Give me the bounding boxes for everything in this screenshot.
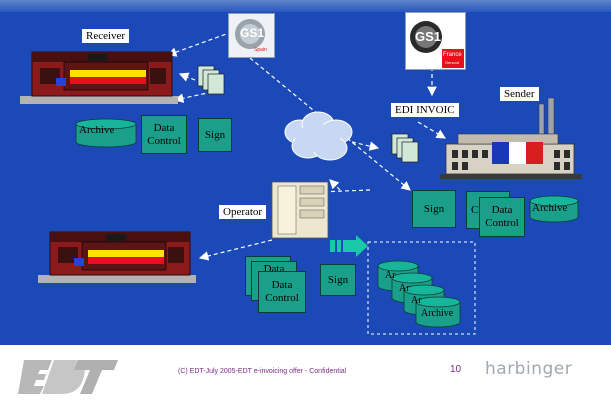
operator-data-text: Data xyxy=(271,279,293,291)
receiver-building xyxy=(20,51,178,104)
edi-invoic-label: EDI INVOIC xyxy=(391,103,459,117)
gs1-spain-logo: GS1 Spain xyxy=(228,13,275,58)
archive-stack-label-1: Ar xyxy=(385,270,396,281)
receiver-archive-cylinder xyxy=(75,118,137,148)
sender-sign-box: Sign xyxy=(412,190,456,228)
sender-factory xyxy=(440,97,582,179)
sender-data-control-box: Data Control xyxy=(479,197,525,237)
document-icon-receiver xyxy=(197,65,225,95)
harbinger-logo: harbinger xyxy=(485,359,573,379)
receiver-data-control-box: Data Control xyxy=(141,115,187,154)
sender-archive-cylinder xyxy=(529,195,579,223)
archive-stack-label-3: Ar xyxy=(411,295,422,306)
gs1-spain-text: GS1 xyxy=(240,26,265,40)
network-cloud xyxy=(284,111,353,161)
receiver-building-bottom xyxy=(38,231,196,283)
document-icon-center xyxy=(391,133,419,163)
receiver-data-text: Data xyxy=(153,121,175,134)
arrow-doc-to-receiver xyxy=(178,72,196,82)
archive-group-frame xyxy=(367,241,476,335)
arrow-cloud-to-operator xyxy=(329,179,341,191)
diagram-canvas xyxy=(20,31,582,335)
gs1-france-sub: France xyxy=(443,52,462,58)
archive-stack-label-4: Archive xyxy=(421,308,454,319)
edt-logo xyxy=(18,360,118,394)
archive-stack-label-2: Ar xyxy=(399,283,410,294)
arrow-gs1-to-receiver xyxy=(166,31,233,57)
title-band xyxy=(0,0,611,12)
operator-label: Operator xyxy=(219,205,267,219)
sender-label: Sender xyxy=(500,87,539,101)
page-number: 10 xyxy=(450,364,462,375)
operator-control-text: Control xyxy=(265,292,299,304)
arrow-cloud-to-doc xyxy=(351,141,380,151)
footer-copyright: (C) EDT-July 2005-EDT e-invoicing offer … xyxy=(178,368,347,375)
archive-stack xyxy=(377,260,461,328)
arrow-edi-to-sender xyxy=(417,121,447,139)
gs1-france-text: GS1 xyxy=(415,29,442,44)
receiver-control-text: Control xyxy=(147,134,181,147)
receiver-sign-box: Sign xyxy=(198,118,232,152)
operator-server xyxy=(271,181,329,239)
receiver-label: Receiver xyxy=(82,29,130,43)
sender-control-text: Control xyxy=(485,217,519,229)
gs1-france-logo: GS1 France Gencod xyxy=(405,12,466,70)
operator-data-control-box: Data Control xyxy=(258,271,306,313)
arrow-operator-to-receiver xyxy=(198,239,273,261)
gs1-spain-sub: Spain xyxy=(254,47,267,53)
gs1-france-sub2: Gencod xyxy=(445,60,460,65)
sender-archive-label: Archive xyxy=(532,202,568,214)
green-arrow-icon xyxy=(330,235,368,257)
sender-data-text: Data xyxy=(491,204,513,216)
receiver-archive-label: Archive xyxy=(79,124,115,136)
arrow-doc-to-receiver-2 xyxy=(173,91,213,103)
operator-sign-box: Sign xyxy=(320,264,356,296)
slide-footer xyxy=(0,345,611,401)
diagram-slide: GS1 Spain GS1 France Gencod Receiver Sen… xyxy=(0,0,611,345)
